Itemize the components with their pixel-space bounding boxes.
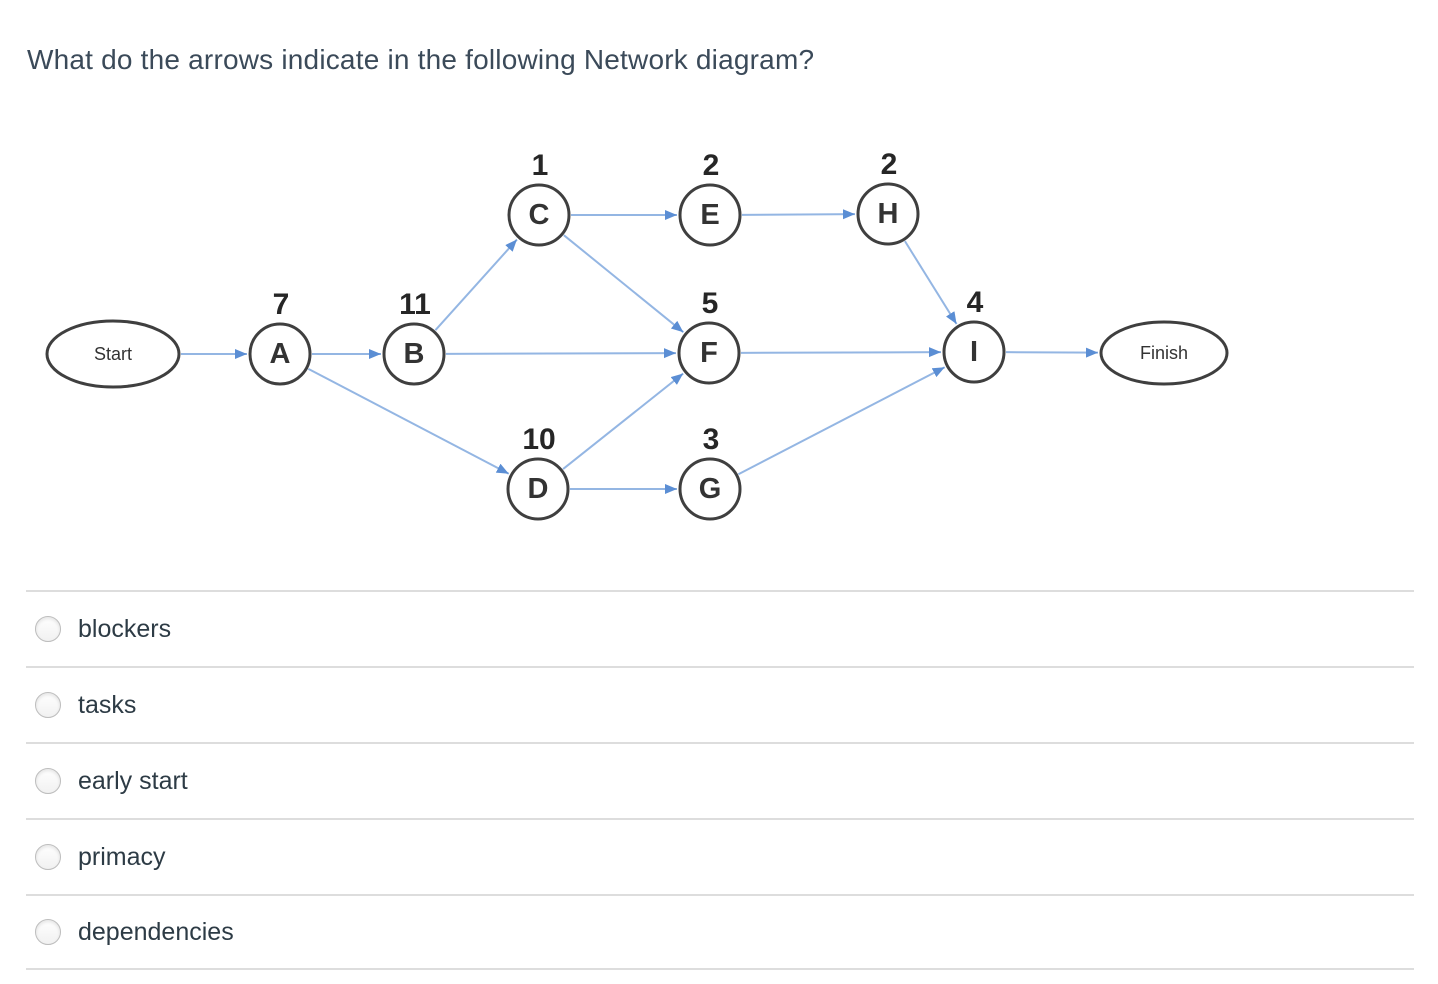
- node-label: B: [404, 338, 425, 370]
- option-row-tasks[interactable]: tasks: [26, 666, 1414, 742]
- node-finish: Finish: [1099, 320, 1229, 386]
- node-label: C: [529, 199, 550, 231]
- option-row-primacy[interactable]: primacy: [26, 818, 1414, 894]
- edge-C-F: [563, 234, 685, 333]
- node-label: H: [878, 198, 899, 230]
- question-title: What do the arrows indicate in the follo…: [27, 44, 815, 75]
- edge-H-I: [904, 240, 958, 325]
- node-D: D 10: [506, 423, 570, 521]
- edge-A-D: [307, 367, 510, 475]
- node-duration: 5: [702, 287, 719, 320]
- node-G: G3: [678, 423, 742, 521]
- edge-F-I: [740, 347, 942, 358]
- node-A: A7: [248, 288, 312, 386]
- edge-D-F: [562, 372, 684, 470]
- node-duration: 3: [703, 423, 720, 456]
- node-start: Start: [45, 319, 181, 389]
- edge-E-H: [741, 209, 856, 220]
- option-label: early start: [78, 766, 188, 795]
- node-duration: 1: [532, 149, 549, 182]
- option-row-blockers[interactable]: blockers: [26, 590, 1414, 666]
- node-duration: 2: [881, 148, 898, 181]
- node-duration: 4: [967, 286, 984, 319]
- radio-button[interactable]: [35, 616, 61, 642]
- node-label: Finish: [1140, 343, 1188, 363]
- node-label: I: [970, 336, 978, 368]
- edge-B-C: [434, 238, 518, 331]
- option-row-dependencies[interactable]: dependencies: [26, 894, 1414, 970]
- node-duration: 2: [703, 149, 720, 182]
- node-duration: 7: [273, 288, 290, 321]
- node-duration: 10: [522, 423, 555, 456]
- option-label: primacy: [78, 842, 166, 871]
- node-duration: 11: [399, 288, 431, 321]
- node-label: Start: [94, 344, 132, 364]
- node-label: F: [700, 337, 718, 369]
- option-label: blockers: [78, 614, 172, 643]
- radio-button[interactable]: [35, 844, 61, 870]
- radio-button[interactable]: [35, 692, 61, 718]
- radio-button[interactable]: [35, 768, 61, 794]
- node-H: H2: [856, 148, 920, 246]
- node-B: B 11: [382, 288, 446, 386]
- option-label: dependencies: [78, 917, 234, 946]
- node-label: D: [528, 473, 549, 505]
- node-label: A: [270, 338, 291, 370]
- option-label: tasks: [78, 690, 137, 719]
- node-label: G: [699, 473, 722, 505]
- node-I: I4: [942, 286, 1006, 384]
- edge-B-F: [445, 348, 677, 359]
- node-F: F5: [677, 287, 741, 385]
- node-E: E2: [678, 149, 742, 247]
- node-label: E: [700, 199, 719, 231]
- option-row-early-start[interactable]: early start: [26, 742, 1414, 818]
- node-C: C1: [507, 149, 571, 247]
- radio-button[interactable]: [35, 919, 61, 945]
- answer-options: blockers tasks early start primacy dependenc…: [26, 590, 1414, 970]
- edge-G-I: [737, 366, 946, 476]
